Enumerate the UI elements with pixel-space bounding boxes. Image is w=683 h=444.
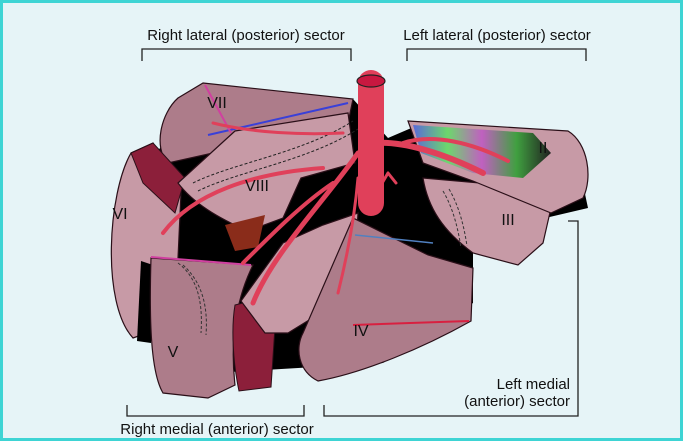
bracket-left-lateral: [407, 49, 586, 61]
label-right-lateral-sector: Right lateral (posterior) sector: [147, 27, 345, 44]
label-right-medial-sector: Right medial (anterior) sector: [120, 421, 313, 438]
segment-label-v: V: [168, 344, 179, 361]
vena-cava-top: [357, 75, 385, 87]
segment-label-iii: III: [501, 212, 514, 229]
segment-label-iv: IV: [353, 323, 368, 340]
segment-label-vi: VI: [112, 206, 127, 223]
label-left-lateral-sector: Left lateral (posterior) sector: [403, 27, 591, 44]
label-left-medial-sector-line1: Left medial: [497, 376, 570, 393]
segment-label-ii: II: [539, 140, 548, 157]
bracket-right-medial: [127, 405, 304, 416]
liver-segments-diagram: Right lateral (posterior) sector Left la…: [3, 3, 683, 444]
label-left-medial-sector-line2: (anterior) sector: [464, 393, 570, 410]
bracket-right-lateral: [142, 49, 351, 61]
segment-label-vii: VII: [207, 95, 227, 112]
segment-label-viii: VIII: [245, 178, 269, 195]
